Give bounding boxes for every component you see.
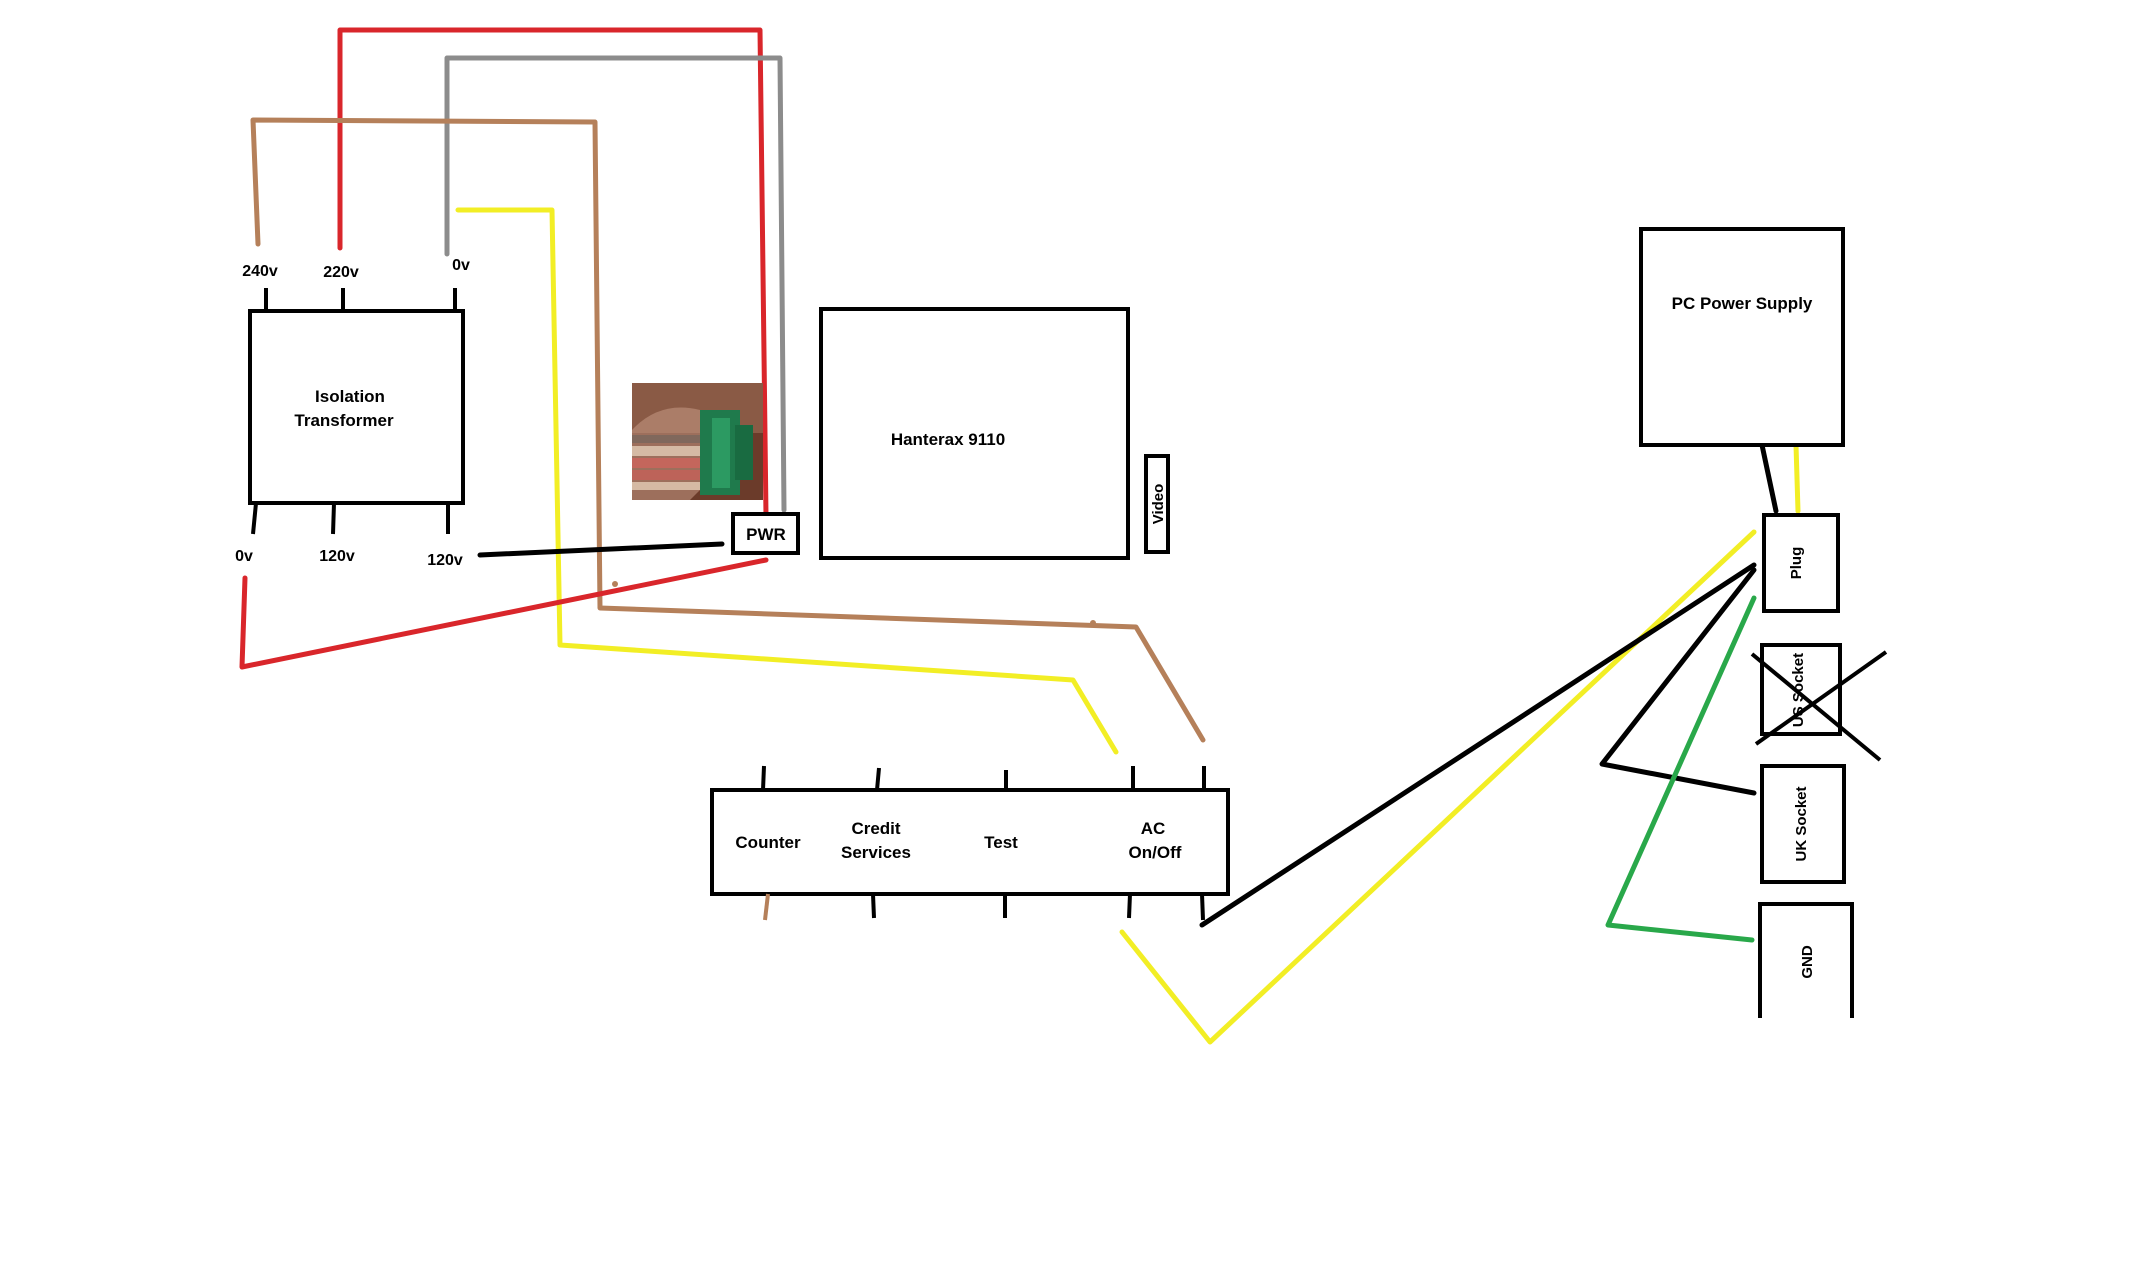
terminal-block: Counter Credit Services Test AC On/Off: [710, 765, 1230, 921]
wire-yellow-ac-loop: [1119, 529, 1757, 1045]
hanterax-board: Hanterax 9110 Video: [819, 307, 1170, 560]
pwr-connector: PWR: [731, 512, 800, 555]
wire-black-psu-plug: [1759, 442, 1779, 514]
cross-out-line-b: [1754, 650, 1888, 746]
uk-socket: UK Socket: [1760, 764, 1846, 884]
tap-0v-top-label: 0v: [452, 257, 470, 274]
wire-grey-0v: [444, 55, 787, 513]
credit-label-line1: Credit: [851, 819, 900, 838]
wires: [239, 27, 1801, 1045]
wire-red-bottom: [239, 557, 769, 670]
tap-240v-label: 240v: [242, 263, 278, 280]
test-label: Test: [984, 833, 1018, 852]
wire-black-120v: [477, 541, 725, 558]
cross-out-line-a: [1750, 652, 1882, 762]
wire-black-ac: [1199, 562, 1757, 928]
wire-yellow-top: [455, 207, 1119, 755]
tap-0v-bottom-label: 0v: [235, 548, 253, 565]
transformer-terminals: [251, 288, 457, 535]
psu-title: PC Power Supply: [1672, 294, 1813, 313]
uk-socket-label: UK Socket: [1793, 786, 1810, 861]
wire-yellow-psu-plug: [1793, 442, 1801, 514]
plug: Plug: [1762, 513, 1840, 613]
isolation-transformer: Isolation Transformer 240v 220v 0v 0v 12…: [235, 257, 470, 569]
pc-power-supply: PC Power Supply: [1639, 227, 1845, 447]
stray-dot-b: [1090, 620, 1096, 626]
wire-green-gnd: [1605, 595, 1757, 943]
stray-dot-a: [612, 581, 618, 587]
ac-label-line2: On/Off: [1129, 843, 1182, 862]
ac-label-line1: AC: [1141, 819, 1166, 838]
board-title: Hanterax 9110: [891, 430, 1005, 449]
tap-220v-label: 220v: [323, 264, 359, 281]
terminal-pins: [761, 765, 1206, 921]
video-label: Video: [1150, 484, 1167, 525]
credit-label-line2: Services: [841, 843, 911, 862]
counter-label: Counter: [735, 833, 801, 852]
transformer-title-line2: Transformer: [294, 411, 394, 430]
wire-brown-240v: [250, 117, 1206, 743]
tap-120v-b-label: 120v: [427, 552, 463, 569]
gnd-label: GND: [1799, 945, 1816, 979]
connector-photo: [632, 383, 763, 500]
tap-120v-a-label: 120v: [319, 548, 355, 565]
transformer-title-line1: Isolation: [315, 387, 385, 406]
wire-red-220v: [337, 27, 769, 519]
us-socket: US Socket: [1750, 643, 1888, 762]
gnd-terminal: GND: [1758, 902, 1854, 1018]
wire-black-uk-socket: [1599, 567, 1757, 796]
pwr-label: PWR: [746, 525, 786, 544]
plug-label: Plug: [1788, 547, 1805, 580]
